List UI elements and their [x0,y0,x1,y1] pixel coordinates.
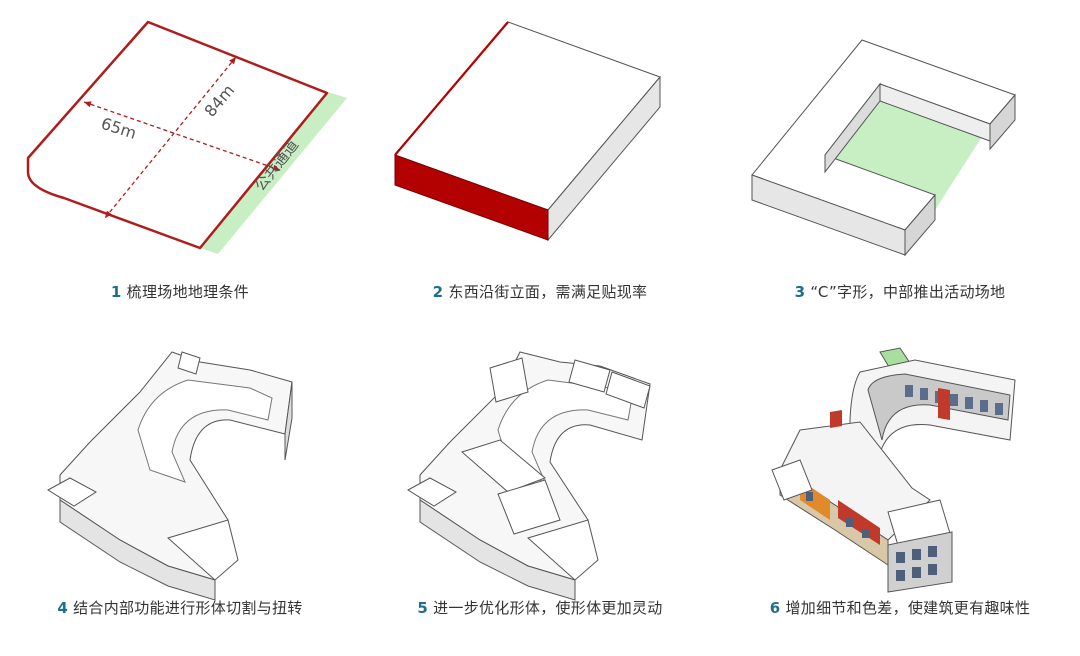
twisted-block-bottom [167,519,239,581]
panel-3-c-shape [751,39,1016,257]
refined-box-top-1 [568,359,611,393]
panel-6-detailed-building [771,347,1016,593]
street-edge-highlight [394,21,509,156]
refined-box-front [497,479,561,535]
detailed-curved-facade [867,373,1011,441]
twisted-tower-small [177,351,201,375]
caption-text: 结合内部功能进行形体切割与扭转 [73,599,303,617]
refined-ledge-left [407,477,457,507]
refined-box-top-2 [605,371,651,409]
panel-1-site-plan: 65m 84m 公共通道 [26,20,347,254]
caption-text: “C”字形，中部推出活动场地 [810,283,1006,301]
caption-panel-3: 3“C”字形，中部推出活动场地 [720,281,1080,302]
c-side-wall-back [989,93,1016,151]
twisted-mass-front-wall [59,499,216,601]
caption-text: 增加细节和色差，使建筑更有趣味性 [785,599,1031,617]
caption-text: 进一步优化形体，使形体更加灵动 [433,599,663,617]
caption-number: 5 [417,599,429,617]
refined-box-middle [460,439,546,493]
end-block-windows [896,546,937,581]
caption-text: 东西沿街立面，需满足贴现率 [448,283,648,301]
twisted-courtyard-cut [137,379,273,483]
twisted-mass-right-wall [284,381,293,461]
refined-mass-front-wall [419,499,576,601]
red-tower-accent [830,410,842,428]
panel-2-block-mass [394,21,661,242]
caption-text: 梳理场地地理条件 [126,283,250,301]
caption-number: 1 [110,283,122,301]
street-facade-red [394,154,549,241]
caption-number: 2 [432,283,444,301]
refined-block-bottom [527,519,599,581]
refined-box-left [489,357,529,403]
facade-red-strip-top [938,388,950,420]
caption-number: 3 [794,283,806,301]
refined-courtyard-cut [497,379,633,483]
detailed-left-ledge [771,459,813,501]
twisted-ledge-left [47,477,97,507]
panel-5-refined-mass [407,351,651,601]
caption-number: 4 [57,599,69,617]
c-side-wall-right [904,193,936,257]
panel-4-cut-twist [47,351,293,601]
facade-red-band [838,500,880,545]
road-green-strip [200,92,347,254]
caption-number: 6 [769,599,781,617]
